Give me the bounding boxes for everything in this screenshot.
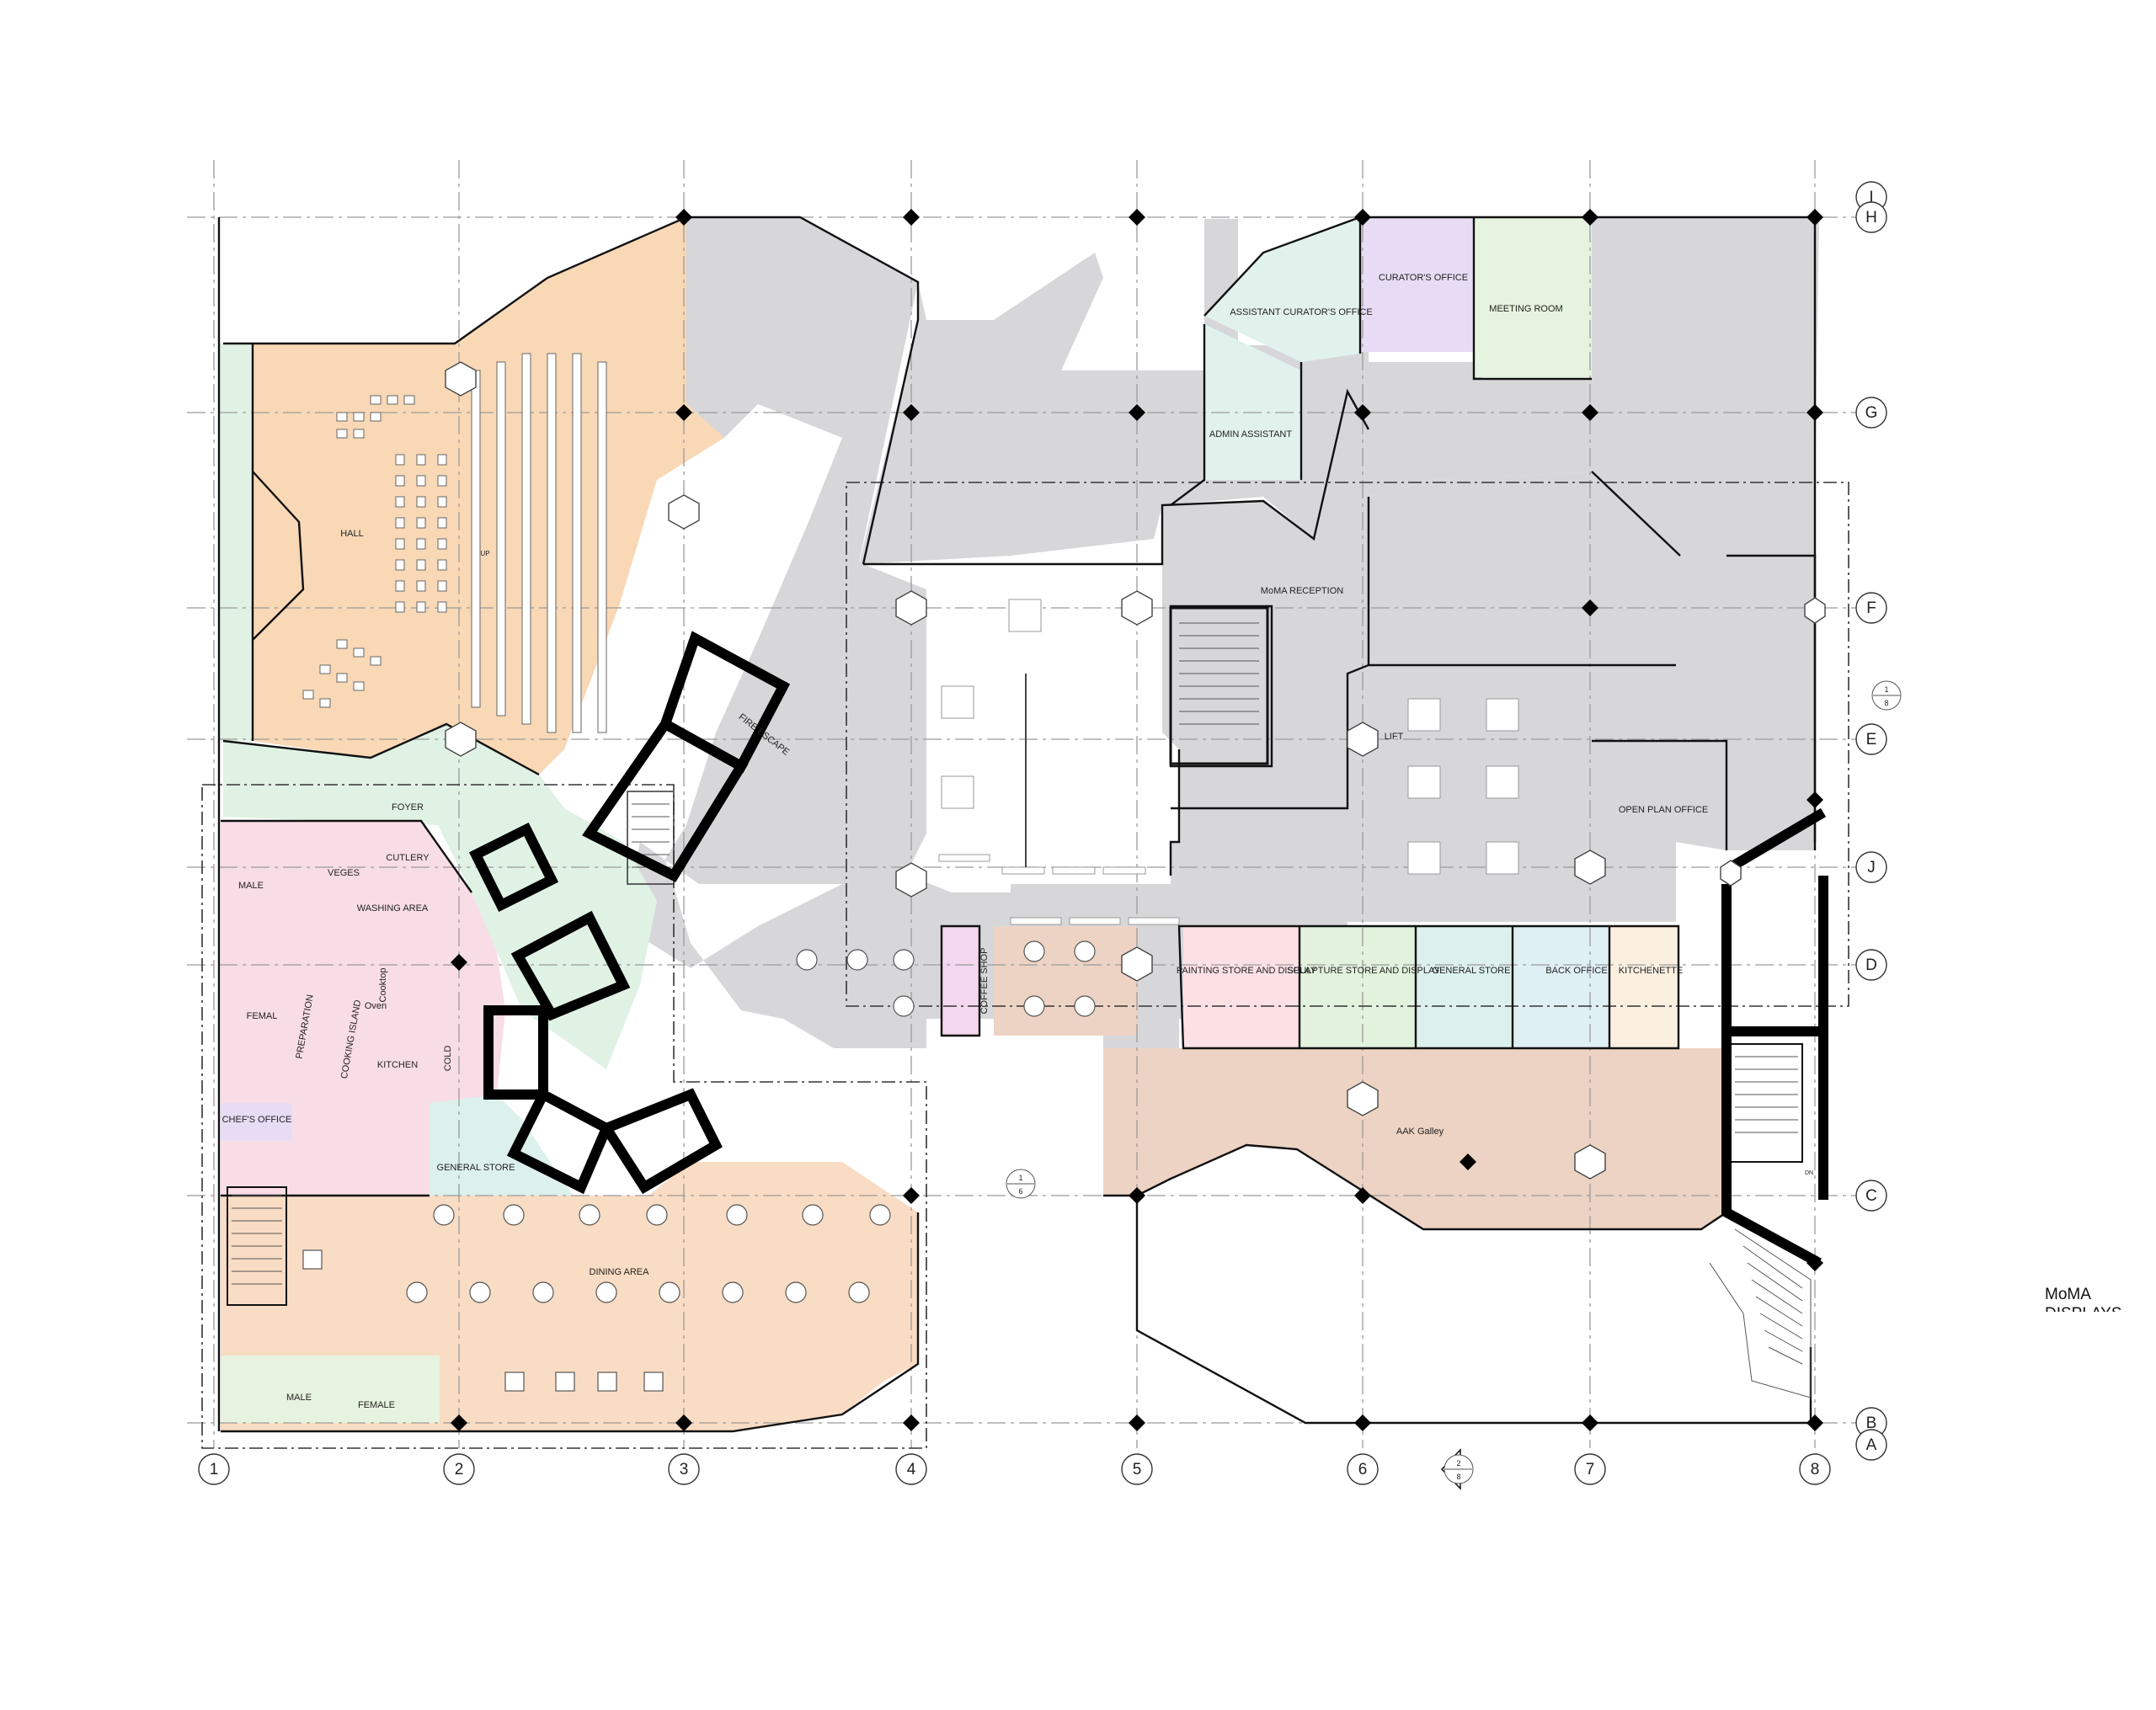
grid-col-3: 3 xyxy=(680,1461,689,1478)
admin-assistant-floor xyxy=(1204,324,1301,480)
grid-row-b: B xyxy=(1866,1414,1877,1432)
label-aak-galley: AAK Galley xyxy=(1396,1127,1444,1137)
title-line-2-clip: DISPLAYS xyxy=(2045,1305,2122,1323)
grid-row-d: D xyxy=(1865,956,1877,974)
gallery-display-blocks xyxy=(938,599,1519,925)
label-dining-area: DINING AREA xyxy=(590,1267,650,1277)
label-curators-office: CURATOR'S OFFICE xyxy=(1379,273,1468,283)
title-line-2: DISPLAYS xyxy=(2045,1305,2122,1323)
label-cutlery: CUTLERY xyxy=(386,853,430,863)
svg-text:1: 1 xyxy=(1884,685,1888,694)
coffee-shop-floor xyxy=(942,926,979,1036)
grid-row-j: J xyxy=(1867,859,1876,876)
label-cooktop: Cooktop xyxy=(378,968,388,1003)
svg-text:2: 2 xyxy=(1456,1459,1460,1468)
gallery-right xyxy=(1592,217,1815,850)
label-female-bottom: FEMALE xyxy=(358,1400,395,1410)
hex-pods xyxy=(445,361,1826,1180)
section-marker-1-8: 1 8 xyxy=(1871,680,1902,711)
thick-walls xyxy=(468,631,1828,1268)
label-veges: VEGES xyxy=(328,868,360,878)
section-marker-2-8: 2 8 xyxy=(1440,1448,1474,1490)
hall-seating xyxy=(302,353,607,733)
grid-col-6: 6 xyxy=(1358,1461,1368,1478)
label-male-bottom: MALE xyxy=(286,1393,312,1403)
grid-col-4: 4 xyxy=(907,1461,916,1478)
grid-col-7: 7 xyxy=(1586,1461,1595,1478)
svg-text:8: 8 xyxy=(1884,699,1888,707)
section-marker-1-6: 1 6 xyxy=(1006,1169,1036,1199)
label-hall: HALL xyxy=(340,529,364,539)
label-washing-area: WASHING AREA xyxy=(357,903,429,914)
title-line-1: MoMA xyxy=(2045,1286,2091,1303)
kitchenette-floor xyxy=(1609,926,1678,1048)
label-female-top: FEMAL xyxy=(247,1011,278,1021)
label-coffee-shop: COFFEE SHOP xyxy=(979,948,990,1015)
label-moma-reception: MoMA RECEPTION xyxy=(1261,586,1343,596)
label-assistant-curators-office: ASSISTANT CURATOR'S OFFICE xyxy=(1230,307,1372,317)
label-cold: COLD xyxy=(443,1046,453,1072)
label-painting-store: PAINTING STORE AND DISPLAY xyxy=(1177,966,1317,976)
grid-row-c: C xyxy=(1865,1187,1877,1205)
sculpture-store-floor xyxy=(1299,926,1416,1048)
grid-row-g: G xyxy=(1865,404,1878,422)
grid-bubbles-rows: I H G F E J D C B A xyxy=(1855,181,1887,1461)
label-lift: LIFT xyxy=(1385,732,1404,742)
svg-text:8: 8 xyxy=(1456,1473,1460,1481)
label-male-top: MALE xyxy=(238,881,264,891)
grid-row-e: E xyxy=(1866,731,1877,748)
grid-row-h: H xyxy=(1865,209,1877,226)
foyer-floor xyxy=(223,724,657,1069)
grid-col-2: 2 xyxy=(455,1461,464,1478)
label-admin-assistant: ADMIN ASSISTANT xyxy=(1209,429,1292,439)
aak-galley-floor xyxy=(1103,1048,1726,1229)
svg-text:1: 1 xyxy=(1018,1174,1022,1182)
label-foyer: FOYER xyxy=(392,802,424,812)
label-chefs-office: CHEF'S OFFICE xyxy=(222,1115,292,1125)
gallery-floor xyxy=(682,217,1819,791)
chefs-office-floor xyxy=(221,1103,292,1141)
columns xyxy=(451,209,1823,1431)
site-boundary-right xyxy=(846,482,1849,1007)
grid-bubbles-columns: 1 2 3 4 5 6 7 8 xyxy=(198,1453,1831,1485)
label-general-store-kitchen: GENERAL STORE xyxy=(437,1163,515,1173)
back-office-floor xyxy=(1513,926,1609,1048)
grid-row-i: I xyxy=(1869,189,1873,206)
label-dn: DN xyxy=(1805,1170,1813,1176)
label-open-plan-office: OPEN PLAN OFFICE xyxy=(1619,805,1708,815)
label-up: UP xyxy=(480,550,489,557)
kitchen-floor xyxy=(221,821,505,1196)
assistant-curators-office-floor xyxy=(1204,217,1360,362)
grid-col-5: 5 xyxy=(1133,1461,1142,1478)
grid-col-1: 1 xyxy=(210,1461,219,1478)
dining-tables xyxy=(302,940,1096,1392)
label-general-store: GENERAL STORE xyxy=(1433,966,1511,976)
label-sculpture-store: SCULPTURE STORE AND DISPLAY xyxy=(1287,966,1440,976)
label-meeting-room: MEETING ROOM xyxy=(1489,304,1562,314)
gallery-floor-main xyxy=(623,217,1676,1048)
meeting-room-floor xyxy=(1474,217,1592,377)
foyer-left xyxy=(219,344,253,741)
grid-row-f: F xyxy=(1866,599,1876,617)
svg-text:6: 6 xyxy=(1018,1187,1022,1196)
grid-row-a: A xyxy=(1866,1436,1877,1454)
bottom-toilets-floor xyxy=(221,1356,440,1423)
general-store-kitchen-floor xyxy=(430,1095,573,1196)
label-oven: Oven xyxy=(365,1001,387,1011)
label-kitchenette: KITCHENETTE xyxy=(1619,966,1683,976)
curators-office-floor xyxy=(1360,217,1474,352)
coffee-seating-floor xyxy=(994,926,1137,1036)
painting-store-floor xyxy=(1183,926,1299,1048)
grid-col-8: 8 xyxy=(1811,1461,1820,1478)
site-boundary-left xyxy=(201,784,927,1449)
general-store-floor xyxy=(1416,926,1513,1048)
label-kitchen: KITCHEN xyxy=(377,1060,418,1070)
label-back-office: BACK OFFICE xyxy=(1545,966,1607,976)
